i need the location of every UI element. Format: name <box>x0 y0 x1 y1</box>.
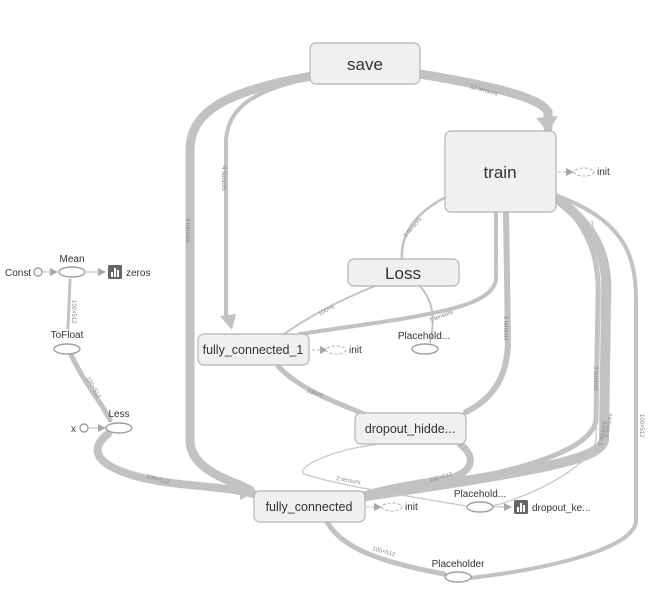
node-fully-connected[interactable]: fully_connected <box>253 490 366 523</box>
node-mean[interactable]: Mean <box>58 254 86 278</box>
node-train[interactable]: train <box>444 130 557 213</box>
node-save-label: save <box>347 55 383 74</box>
edge-label-train-loss: 3 tensors <box>403 217 423 240</box>
edge-save-train <box>415 69 553 133</box>
edge-train-loss <box>400 194 450 262</box>
less-label: Less <box>108 409 129 420</box>
init-fc-label: init <box>405 502 418 513</box>
edge-train-fc-right <box>355 193 612 502</box>
node-dropout-hidden[interactable]: dropout_hidde... <box>354 412 467 445</box>
node-zeros[interactable]: zeros <box>108 265 150 279</box>
edge-save-fc1-arrow <box>220 314 236 330</box>
edge-label-save-fc: 4 tensors <box>184 218 190 243</box>
edge-label-dropout-tensors: 2 tensors <box>336 476 361 486</box>
edge-label-save-fc1: 4 tensors <box>220 166 226 191</box>
edge-train-fc1 <box>298 210 498 336</box>
edge-label-fc1-dropout: 100×6 <box>305 388 324 400</box>
node-init-train[interactable]: init <box>573 167 610 178</box>
node-train-label: train <box>483 163 516 182</box>
edge-less-fc <box>93 430 258 498</box>
const-label: Const <box>5 268 31 279</box>
edge-train-placeholder <box>468 194 638 580</box>
placeholder-dropout-label: Placehold... <box>454 489 506 500</box>
edge-train-ph-dropout <box>491 219 601 507</box>
zeros-label: zeros <box>126 268 150 279</box>
node-less[interactable]: Less <box>105 409 133 434</box>
init-train-label: init <box>597 167 610 178</box>
node-placeholder-loss[interactable]: Placehold... <box>398 331 450 355</box>
edge-fc1-dropout <box>275 363 367 417</box>
init-fc1-label: init <box>349 345 362 356</box>
edge-loss-ph <box>419 285 434 343</box>
dropout-ke-label: dropout_ke... <box>532 503 590 514</box>
node-init-fc1[interactable]: init <box>325 345 362 356</box>
edge-save-train-arrow <box>536 116 558 132</box>
edge-fc-placeholder <box>323 517 447 577</box>
tofloat-label: ToFloat <box>51 330 84 341</box>
node-fc-label: fully_connected <box>266 500 353 514</box>
edge-label-mean-tofloat: 100×512 <box>70 300 76 324</box>
node-dropout-ke[interactable]: dropout_ke... <box>514 500 590 514</box>
placeholder-label: Placeholder <box>432 559 485 570</box>
node-x[interactable]: x <box>71 423 89 435</box>
node-dropout-label: dropout_hidde... <box>365 422 455 436</box>
edge-label-train-right-a: 3 tensors <box>592 366 598 391</box>
node-fc1-label: fully_connected_1 <box>203 343 304 357</box>
edge-save-fc1 <box>224 76 314 320</box>
x-label: x <box>71 424 76 435</box>
edge-label-train-right-b: 6 tensors <box>598 421 608 446</box>
edge-mean-tofloat <box>66 278 72 330</box>
edge-label-less-fc: 100×512 <box>146 474 171 486</box>
edge-label-loss-fc1: 100×6 <box>318 304 336 318</box>
node-save[interactable]: save <box>309 42 421 85</box>
edge-label-right-placeholder: 100×512 <box>638 414 644 438</box>
edge-save-fc <box>185 71 317 495</box>
edge-dropout-ph <box>301 443 467 507</box>
node-placeholder-dropout[interactable]: Placehold... <box>454 489 506 513</box>
node-placeholder[interactable]: Placeholder <box>432 559 485 583</box>
mean-label: Mean <box>59 254 84 265</box>
node-const[interactable]: Const <box>5 267 43 279</box>
node-tofloat[interactable]: ToFloat <box>51 330 84 355</box>
edge-loss-fc1 <box>283 285 376 335</box>
node-init-fc[interactable]: init <box>381 502 418 513</box>
edge-label-train-right-c: 3 tensors <box>604 413 614 438</box>
node-loss-label: Loss <box>385 264 421 283</box>
node-fully-connected-1[interactable]: fully_connected_1 <box>197 333 310 366</box>
edge-label-train-dropout: 5 tensors <box>502 316 508 341</box>
edge-tofloat-less <box>67 349 113 423</box>
edge-train-dropout <box>463 209 512 415</box>
placeholder-loss-label: Placehold... <box>398 331 450 342</box>
node-loss[interactable]: Loss <box>347 258 460 287</box>
edge-train-fc-right2 <box>457 197 601 483</box>
